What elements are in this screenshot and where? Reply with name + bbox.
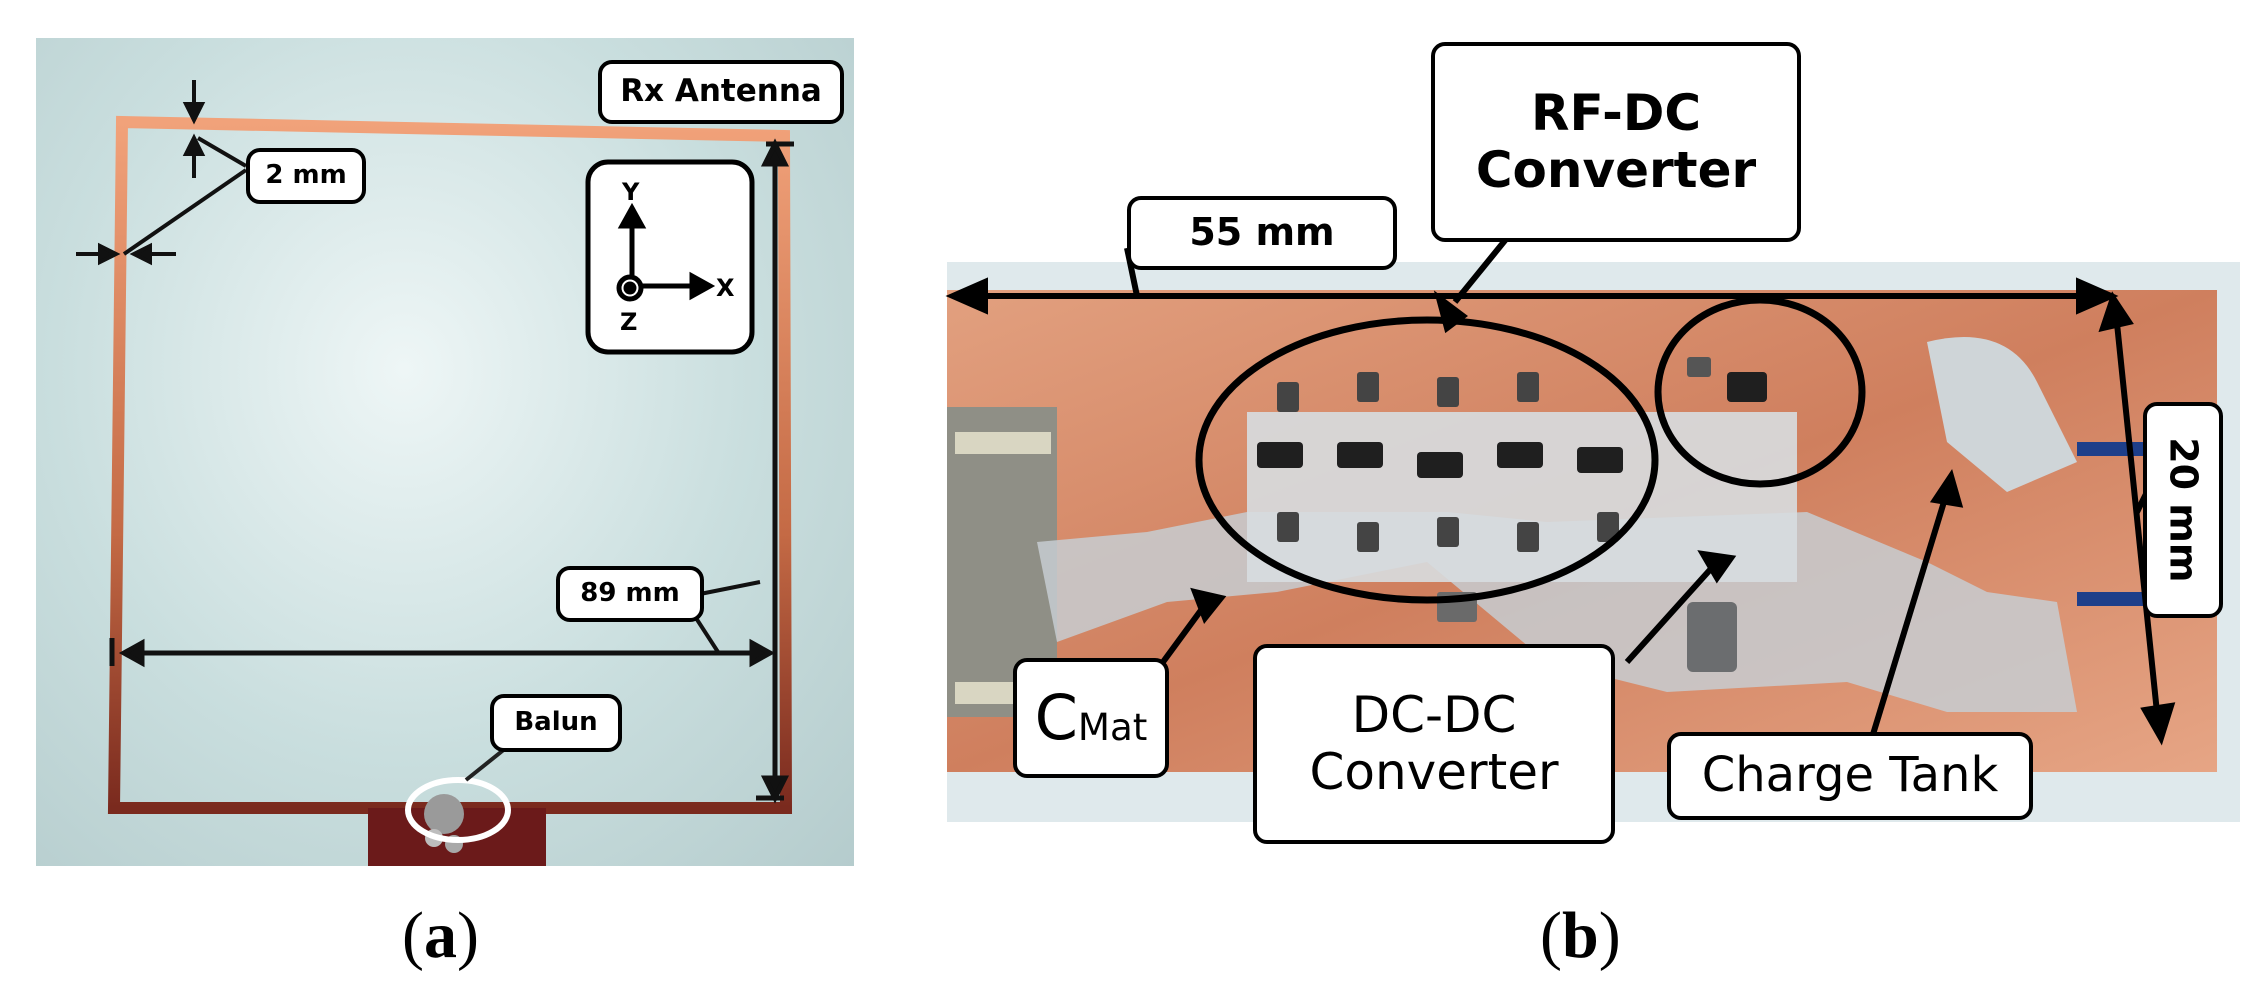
antenna-trace [107,115,793,814]
trace-width-marker [76,80,248,266]
dcdc-label-line1: DC-DC [1351,685,1517,744]
caption-b-letter: b [1561,899,1599,972]
width-label: 20 mm [2143,402,2223,618]
axes-icon [616,202,716,302]
dcdc-label: DC-DC Converter [1253,644,1615,844]
axes-box [585,159,755,355]
dcdc-ellipse [1654,296,1866,488]
axis-z-label: Z [620,308,637,336]
leader-lines [1160,236,1964,755]
axis-x-label: X [716,274,735,302]
rfdc-ellipse [1195,316,1659,604]
width-label-text: 20 mm [2161,437,2206,583]
axis-y-label: Y [621,178,640,206]
balun-circle [405,777,511,843]
rfdc-label-line1: RF-DC [1530,83,1702,142]
horizontal-dimension [109,638,776,668]
antenna-drawing: Y X Z [76,80,794,866]
caption-a: (a) [402,899,479,972]
rx-antenna-label: Rx Antenna [598,60,844,124]
length-label: 55 mm [1127,196,1397,270]
balun-label: Balun [490,694,622,752]
size-label: 89 mm [556,566,704,622]
antenna-photo: Y X Z Rx Antenna 2 mm 89 mm Balun [36,38,854,866]
charge-tank-label: Charge Tank [1667,732,2033,820]
dcdc-label-line2: Converter [1309,743,1559,801]
rfdc-label: RF-DC Converter [1431,42,1801,242]
trace-width-label: 2 mm [246,148,366,204]
caption-a-letter: a [423,899,457,972]
vertical-dimension [756,138,794,804]
caption-b: (b) [1540,899,1621,972]
rfdc-label-line2: Converter [1475,141,1757,199]
